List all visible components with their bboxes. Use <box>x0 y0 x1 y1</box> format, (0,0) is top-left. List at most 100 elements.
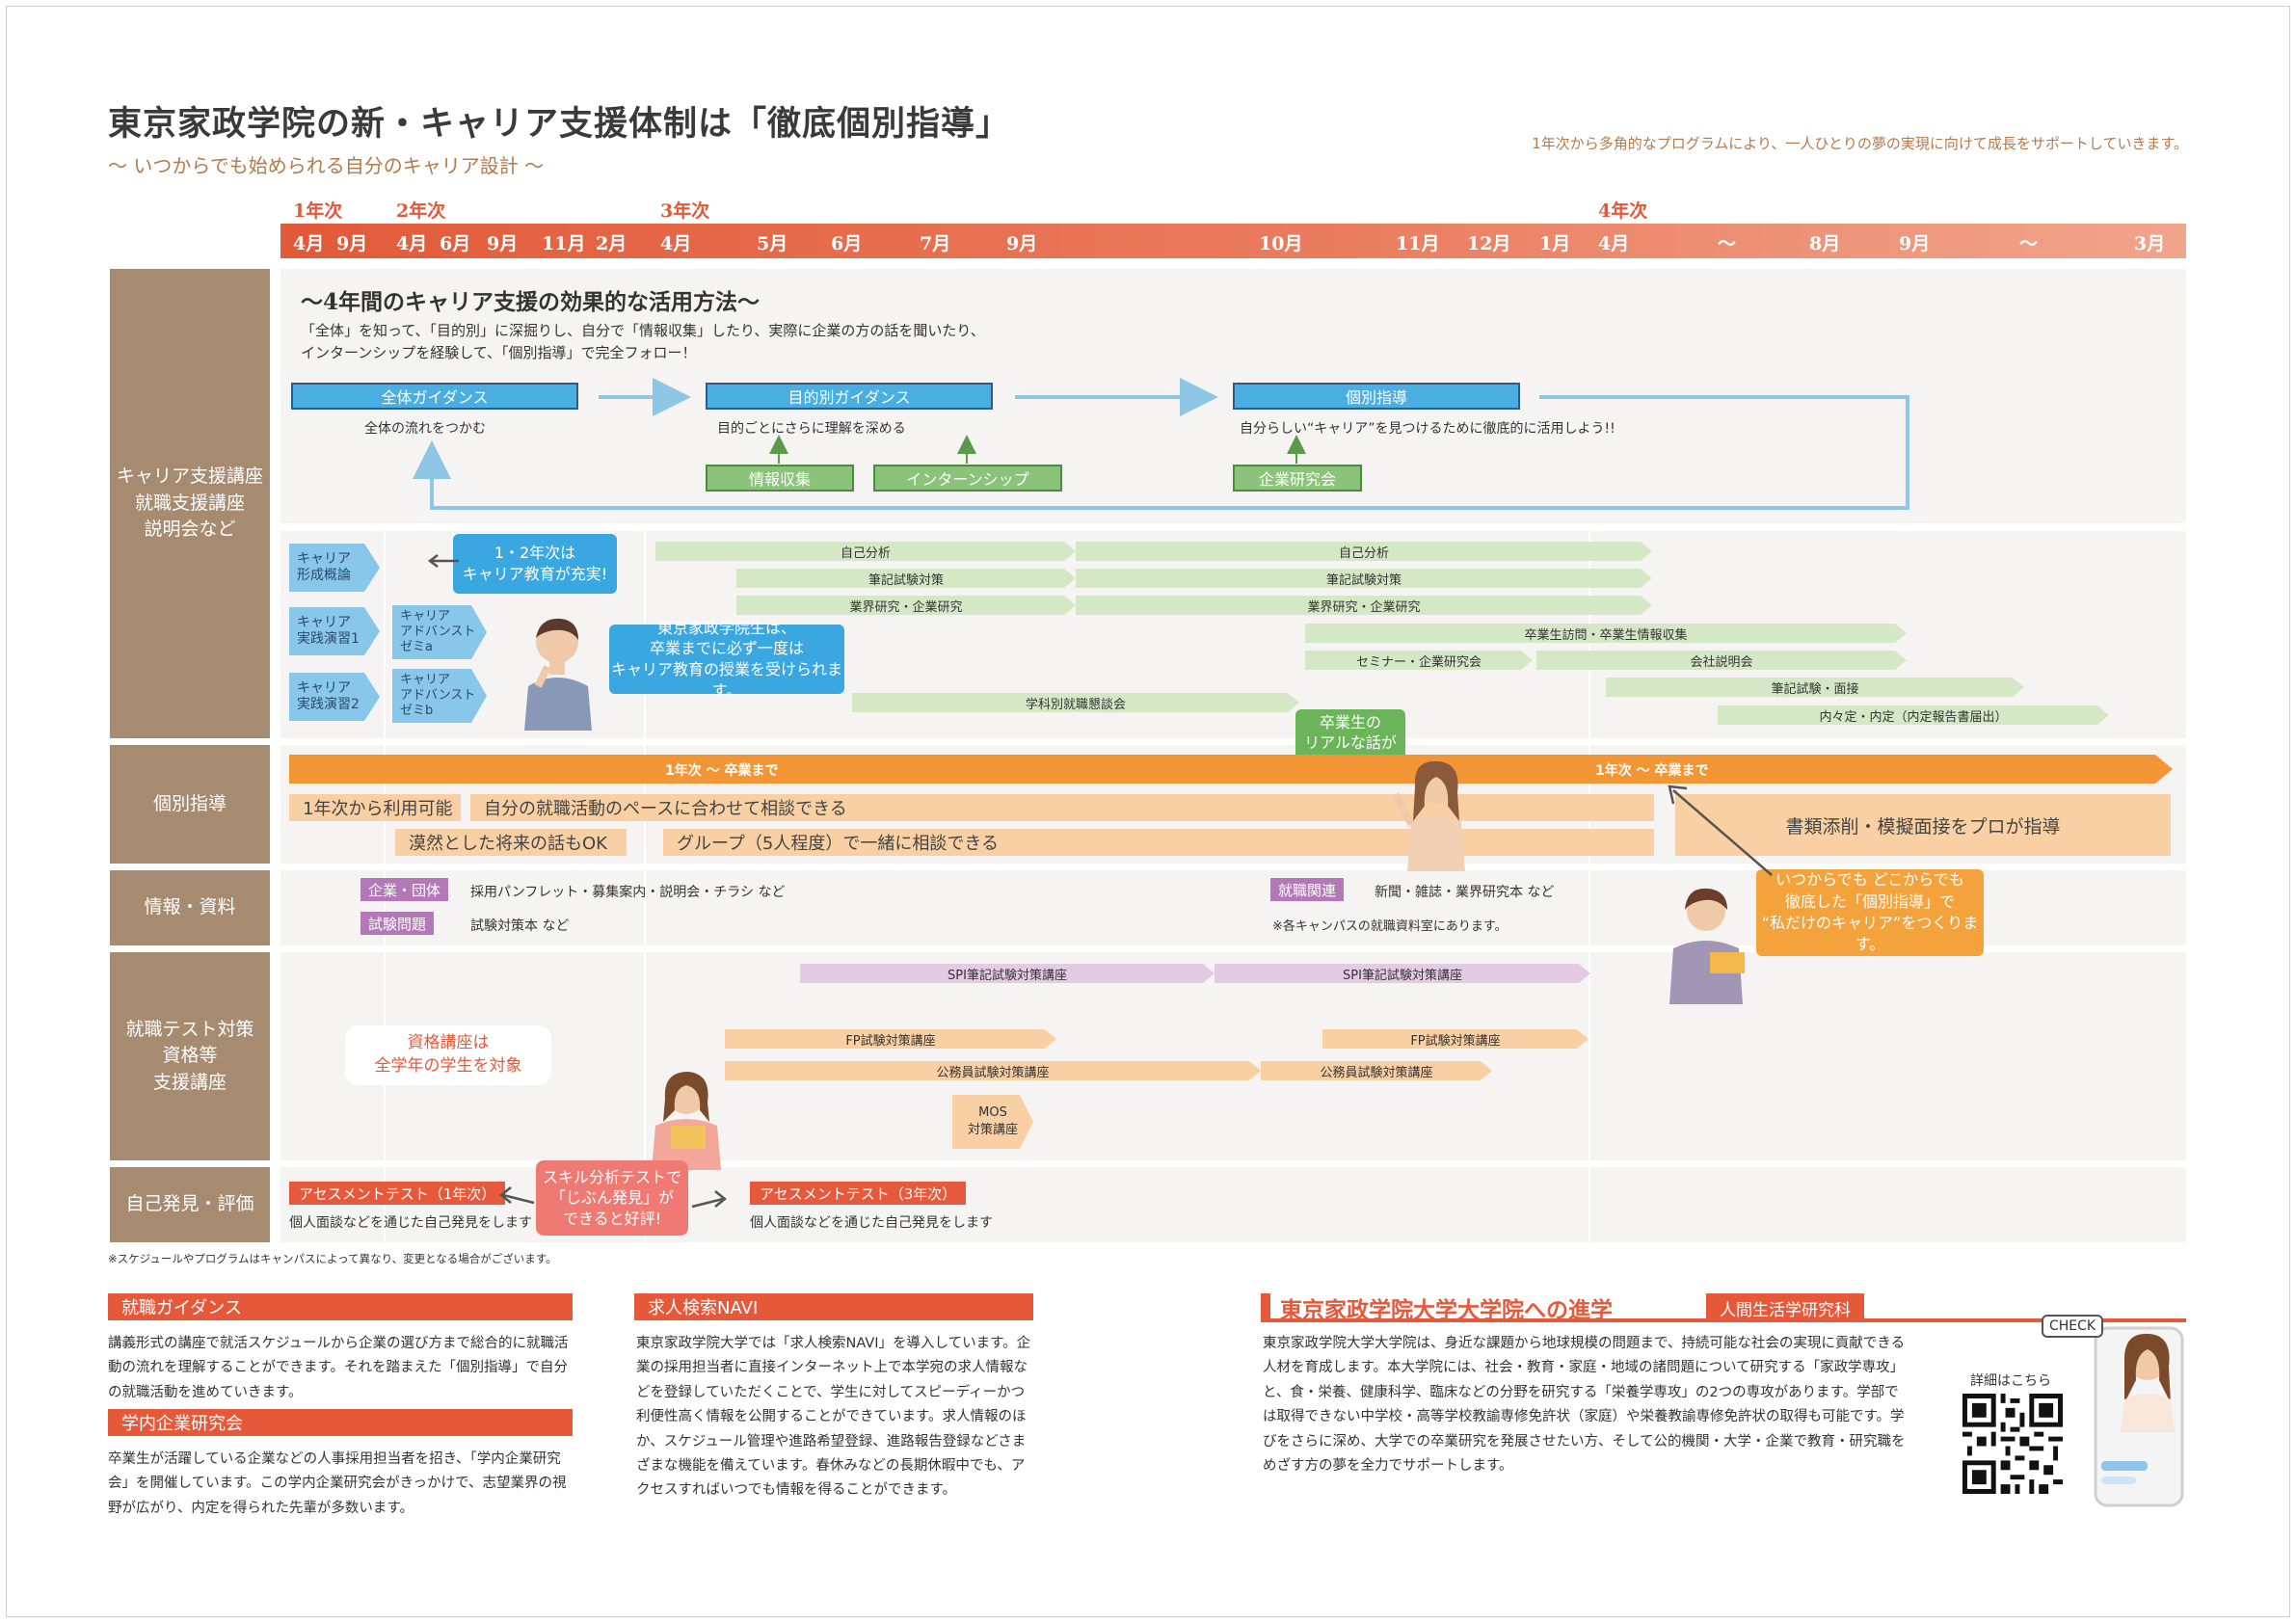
info-tag-companies: 企業・団体 <box>360 878 449 901</box>
student-illustration-pointing <box>1392 760 1465 871</box>
timeline-bar <box>280 224 2186 258</box>
assessment-test-year1: アセスメントテスト（1年次） <box>289 1182 506 1205</box>
page-title: 東京家政学院の新・キャリア支援体制は「徹底個別指導」 <box>108 104 1011 144</box>
month-label: 6月 <box>440 233 471 254</box>
bar-written-test: 筆記試験対策 <box>1076 569 1652 588</box>
course-career-practice-1: キャリア 実践演習1 <box>289 607 380 655</box>
bar-written-test: 筆記試験対策 <box>736 569 1076 588</box>
bar-alumni-visit: 卒業生訪問・卒業生情報収集 <box>1305 624 1907 643</box>
section-header-graduate: 東京家政学院大学大学院への進学 人間生活学研究科 <box>1261 1293 2186 1323</box>
pointer-arrow <box>427 554 459 568</box>
month-label: 4月 <box>396 233 428 254</box>
course-advanced-seminar-b: キャリア アドバンスト ゼミb <box>392 669 487 723</box>
bar-job-offer: 内々定・内定（内定報告書届出） <box>1718 705 2109 725</box>
smartphone-illustration <box>2094 1326 2184 1507</box>
row-label-test: 就職テスト対策 資格等 支援講座 <box>110 952 270 1160</box>
info-text: 試験対策本 など <box>470 918 570 934</box>
year-label-2: 2年次 <box>396 200 446 222</box>
year-divider <box>1589 531 1590 1242</box>
info-gathering-box: 情報収集 <box>706 465 854 492</box>
graduate-subtitle: 人間生活学研究科 <box>1706 1293 1864 1322</box>
row-label-career: キャリア支援講座 就職支援講座 説明会など <box>110 269 270 738</box>
month-label: 11月 <box>542 233 586 254</box>
month-label: 1月 <box>1539 233 1571 254</box>
individual-guidance-box: 個別指導 <box>1233 383 1520 410</box>
month-label: 4月 <box>660 233 692 254</box>
speech-bubble: 東京家政学院生は、 卒業までに必ず一度は キャリア教育の授業を受けられます。 <box>609 618 844 700</box>
speech-bubble: 1・2年次は キャリア教育が充実! <box>453 534 617 594</box>
month-label: 4月 <box>293 233 325 254</box>
guide-desc: インターンシップを経験して、「個別指導」で完全フォロー！ <box>301 344 697 361</box>
guide-caption: 自分らしい“キャリア”を見つけるために徹底的に活用しよう!! <box>1240 421 1615 437</box>
bar-seminar: セミナー・企業研究会 <box>1305 651 1533 670</box>
page-frame <box>6 6 2290 1617</box>
course-career-practice-2: キャリア 実践演習2 <box>289 673 380 721</box>
guide-caption: 目的ごとにさらに理解を深める <box>717 421 906 437</box>
info-text: 採用パンフレット・募集案内・説明会・チラシ など <box>470 885 786 900</box>
section-header-guidance: 就職ガイダンス <box>108 1293 573 1320</box>
period-label: 1年次 〜 卒業まで <box>1595 763 1709 779</box>
qualification-note: 資格講座は 全学年の学生を対象 <box>345 1025 551 1085</box>
company-study-box: 企業研究会 <box>1233 465 1362 492</box>
year-divider <box>644 531 646 1242</box>
month-label: 2月 <box>596 233 627 254</box>
section-text: 講義形式の講座で就活スケジュールから企業の選び方まで総合的に就職活動の流れを理解… <box>108 1336 569 1400</box>
month-label: 9月 <box>336 233 368 254</box>
section-text: 卒業生が活躍している企業などの人事採用担当者を招き、「学内企業研究会」を開催して… <box>108 1451 567 1516</box>
course-advanced-seminar-a: キャリア アドバンスト ゼミa <box>392 605 487 659</box>
individual-note: グループ（5人程度）で一緒に相談できる <box>663 829 1654 856</box>
bar-fp-course: FP試験対策講座 <box>725 1029 1056 1049</box>
info-text: 新聞・雑誌・業界研究本 など <box>1375 885 1555 900</box>
student-illustration-book <box>652 1072 721 1170</box>
guide-heading: 〜4年間のキャリア支援の効果的な活用方法〜 <box>301 289 761 315</box>
month-label: 〜 <box>1718 233 1737 254</box>
self-text: 個人面談などを通じた自己発見をします <box>289 1215 532 1231</box>
individual-pro-guidance: 書類添削・模擬面接をプロが指導 <box>1675 794 2171 856</box>
bar-industry-research: 業界研究・企業研究 <box>736 596 1076 615</box>
self-text: 個人面談などを通じた自己発見をします <box>750 1215 993 1231</box>
individual-note: 1年次から利用可能 <box>289 794 461 821</box>
course-career-formation: キャリア 形成概論 <box>289 544 380 592</box>
overall-guidance-box: 全体ガイダンス <box>291 383 578 410</box>
bar-company-briefing: 会社説明会 <box>1536 651 1907 670</box>
graduate-title: 東京家政学院大学大学院への進学 <box>1280 1297 1613 1323</box>
month-label: 11月 <box>1396 233 1440 254</box>
year-label-3: 3年次 <box>660 200 710 222</box>
test-row-bg <box>280 952 2186 1160</box>
guide-flow-arrows <box>413 378 1909 510</box>
pointer-arrow <box>691 1190 728 1209</box>
info-tag-employment: 就職関連 <box>1270 878 1345 901</box>
month-label: 10月 <box>1259 233 1303 254</box>
row-label-self: 自己発見・評価 <box>110 1167 270 1242</box>
info-note: ※各キャンパスの就職資料室にあります。 <box>1272 919 1508 934</box>
month-label: 5月 <box>757 233 788 254</box>
student-illustration-thinking <box>524 618 592 731</box>
pointer-arrow <box>1668 785 1773 876</box>
row-label-individual: 個別指導 <box>110 745 270 864</box>
qr-code-icon[interactable] <box>1962 1394 2063 1494</box>
period-label: 1年次 〜 卒業まで <box>665 763 779 779</box>
individual-guidance-bar <box>289 755 2173 784</box>
guide-desc: 「全体」を知って、「目的別」に深掘りし、自分で「情報収集」したり、実際に企業の方… <box>301 322 985 339</box>
section-header-company-study: 学内企業研究会 <box>108 1409 573 1436</box>
month-label: 〜 <box>2019 233 2039 254</box>
assessment-test-year3: アセスメントテスト（3年次） <box>750 1182 967 1205</box>
month-label: 3月 <box>2134 233 2166 254</box>
speech-bubble: スキル分析テストで 「じぶん発見」が できると好評! <box>536 1160 688 1236</box>
individual-note: 漠然とした将来の話もOK <box>395 829 627 856</box>
bar-civil-service-course: 公務員試験対策講座 <box>1261 1061 1492 1080</box>
month-label: 6月 <box>831 233 863 254</box>
bar-interview: 筆記試験・面接 <box>1606 678 2024 697</box>
schedule-footnote: ※スケジュールやプログラムはキャンパスによって異なり、変更となる場合がございます… <box>108 1252 557 1265</box>
month-label: 7月 <box>920 233 951 254</box>
month-label: 9月 <box>1006 233 1038 254</box>
row-label-info: 情報・資料 <box>110 870 270 945</box>
month-label: 9月 <box>487 233 519 254</box>
bar-spi-course: SPI筆記試験対策講座 <box>800 964 1215 983</box>
year-label-1: 1年次 <box>293 200 343 222</box>
bar-industry-research: 業界研究・企業研究 <box>1076 596 1652 615</box>
bar-spi-course: SPI筆記試験対策講座 <box>1215 964 1590 983</box>
pointer-arrow <box>498 1186 535 1205</box>
guide-caption: 全体の流れをつかむ <box>364 421 486 437</box>
month-label: 9月 <box>1899 233 1931 254</box>
